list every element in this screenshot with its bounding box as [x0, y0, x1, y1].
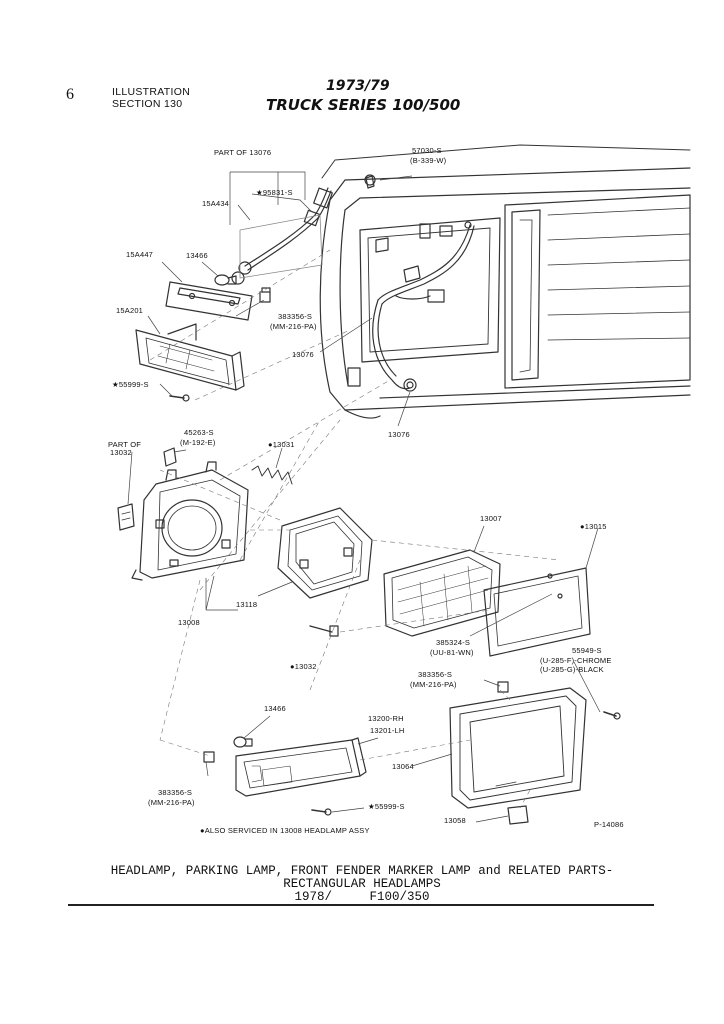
callout-13076-b: 13076 [388, 430, 410, 439]
clip-13032-left [117, 503, 135, 531]
callout-383356-s-upper-spec: (MM-216-PA) [270, 322, 317, 331]
headlamp-door-13064 [449, 687, 587, 809]
callout-55999-s-lower: ★55999-S [368, 802, 405, 811]
callout-13058: 13058 [444, 816, 466, 825]
callout-part-of-13076: PART OF 13076 [214, 148, 272, 157]
callout-95831-s: ★95831-S [256, 188, 293, 197]
adjusting-screw-13032 [309, 625, 339, 637]
clip-45263 [163, 447, 177, 467]
title-years: 1973/79 [326, 78, 390, 94]
callout-385324-s-spec: (UU-81-WN) [430, 648, 474, 657]
callout-385324-s: 385324-S [436, 638, 471, 647]
page-number: 6 [66, 86, 74, 103]
callout-13032: ●13032 [290, 662, 317, 671]
callout-13200-rh: 13200-RH [368, 714, 404, 723]
bulb-13466-upper [214, 274, 237, 286]
callout-13466-lower: 13466 [264, 704, 286, 713]
screw-57030 [364, 174, 376, 189]
retaining-ring-13015 [483, 567, 591, 657]
caption-line-2: RECTANGULAR HEADLAMPS [283, 877, 441, 891]
clip-383356-middle [497, 681, 509, 693]
headlamp-ring-13118 [277, 507, 373, 599]
callout-383356-s-middle-spec: (MM-216-PA) [410, 680, 457, 689]
parking-lamp-13200-13201 [235, 737, 367, 797]
pad-13058 [507, 805, 529, 825]
clip-383356-upper [259, 287, 271, 303]
callout-13007: 13007 [480, 514, 502, 523]
callout-part-of-13032-num: 13032 [110, 448, 132, 457]
footnote: ●ALSO SERVICED IN 13008 HEADLAMP ASSY [200, 826, 370, 835]
clip-383356-lower [203, 751, 215, 763]
callout-13031: ●13031 [268, 440, 295, 449]
callout-15a201: 15A201 [116, 306, 144, 315]
callout-13118: 13118 [236, 600, 258, 609]
callout-15a447: 15A447 [126, 250, 154, 259]
caption-rule [68, 904, 654, 906]
bracket-15a447 [165, 281, 253, 321]
callout-57030-s-spec: (B-339-W) [410, 156, 447, 165]
caption-line-1: HEADLAMP, PARKING LAMP, FRONT FENDER MAR… [110, 864, 614, 878]
bulb-13466-lower [233, 736, 253, 748]
callout-383356-s-middle: 383356-S [418, 670, 453, 679]
callout-13015: ●13015 [580, 522, 607, 531]
callout-383356-s-upper: 383356-S [278, 312, 313, 321]
callout-45263-s: 45263-S [184, 428, 214, 437]
section-label: ILLUSTRATION [112, 86, 191, 98]
callout-55949-s: 55949-S [572, 646, 602, 655]
callout-383356-s-lower-spec: (MM-216-PA) [148, 798, 195, 807]
section-number: SECTION 130 [112, 98, 183, 110]
screw-55999-upper [169, 394, 190, 402]
callout-55949-s-black: (U-285-G)-BLACK [540, 665, 604, 674]
caption-line-3: 1978/ F100/350 [294, 890, 430, 904]
side-marker-lamp-15a201 [135, 323, 245, 391]
callout-15a434: 15A434 [202, 199, 230, 208]
marker-socket-wire [231, 187, 333, 285]
screw-55999-lower [311, 808, 332, 816]
screw-55949 [603, 711, 621, 720]
callout-13008: 13008 [178, 618, 200, 627]
callout-13201-lh: 13201-LH [370, 726, 405, 735]
callout-13064: 13064 [392, 762, 414, 771]
headlamp-bracket-13008 [131, 461, 249, 581]
callout-13076-a: 13076 [292, 350, 314, 359]
callout-45263-s-spec: (M-192-E) [180, 438, 216, 447]
headlamp-13007 [383, 549, 501, 637]
callout-13466-upper: 13466 [186, 251, 208, 260]
callout-55949-s-chrome: (U-285-F)-CHROME [540, 656, 612, 665]
spring-13031 [251, 465, 293, 485]
callout-383356-s-lower: 383356-S [158, 788, 193, 797]
front-fender-panel [319, 144, 691, 419]
wiring-harness-13076 [372, 221, 475, 392]
callout-55999-s-upper: ★55999-S [112, 380, 149, 389]
plate-number: P-14086 [594, 820, 624, 829]
title-series: TRUCK SERIES 100/500 [266, 96, 461, 114]
callout-part-of-13032: PART OF [108, 440, 142, 449]
callout-57030-s: 57030-S [412, 146, 442, 155]
